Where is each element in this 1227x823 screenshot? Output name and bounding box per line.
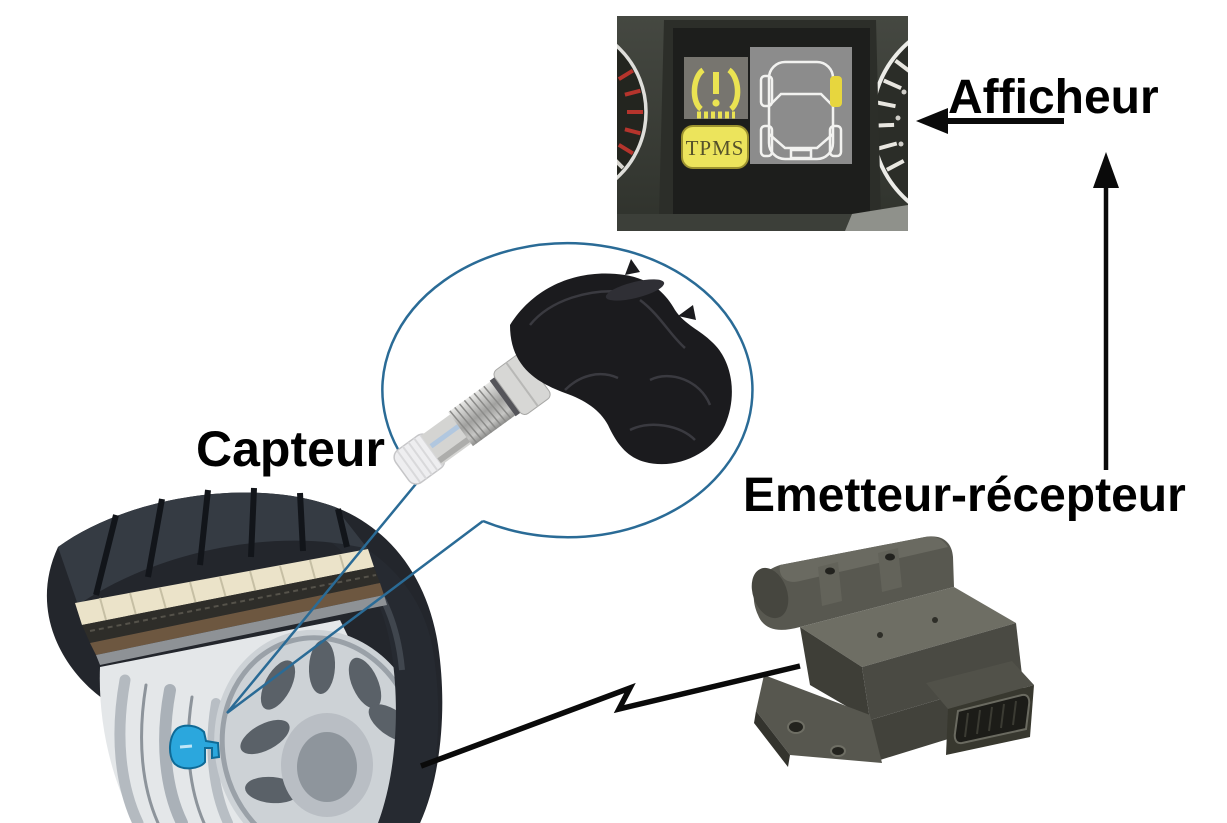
car-top-view-icon: [750, 47, 852, 164]
lightning-bolt-icon: [420, 663, 801, 769]
display-label: Afficheur: [948, 71, 1159, 124]
left-gauge: [617, 43, 648, 181]
sensor-body: [510, 259, 732, 465]
alert-wheel-indicator: [830, 76, 842, 107]
tire-sidewall: [316, 525, 439, 823]
tire-cutaway-image: [46, 487, 443, 823]
tpms-warning-icon: [684, 57, 748, 119]
sensor-callout: [226, 242, 754, 714]
receiver-module-image: [751, 536, 1034, 767]
sensor-label: Capteur: [196, 421, 385, 477]
module-rear-tube: [753, 536, 954, 630]
module-flange: [754, 675, 882, 767]
transceiver-label: Emetteur-récepteur: [743, 469, 1186, 522]
module-top-face: [800, 587, 1016, 667]
tire-tread: [58, 492, 368, 605]
tread-grooves: [93, 487, 350, 596]
dashboard-display-photo: TPMS: [617, 16, 908, 231]
tire-sensor-blue: [169, 724, 221, 770]
up-arrow-icon: [1093, 152, 1119, 470]
cutaway-layers: [75, 549, 387, 665]
sensor-valve-stem: [393, 353, 551, 485]
left-arrow-icon: [916, 108, 1064, 134]
callout-tail: [226, 478, 484, 714]
tpms-badge: TPMS: [681, 125, 749, 169]
module-posts: [818, 548, 902, 606]
tpms-badge-text: TPMS: [686, 136, 745, 160]
rim-barrel: [114, 674, 233, 823]
module-front-face: [862, 623, 1022, 720]
module-connector: [926, 661, 1034, 755]
